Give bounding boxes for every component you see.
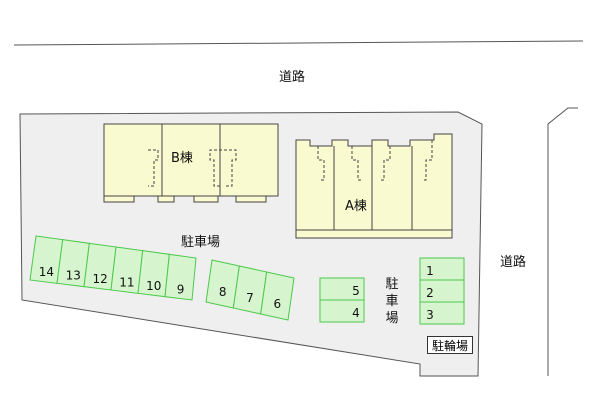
stall-number: 6	[274, 297, 282, 311]
parking-stall	[164, 253, 197, 301]
stall-number: 5	[352, 284, 360, 298]
stall-number: 1	[426, 264, 434, 278]
side-parking-label: 駐 車 場	[385, 276, 399, 327]
building-a	[295, 133, 453, 239]
stall-number: 4	[352, 306, 360, 320]
side-parking-char: 場	[385, 311, 399, 326]
stall-number: 11	[119, 275, 134, 289]
stall-number: 12	[92, 272, 107, 286]
stall-number: 9	[177, 282, 185, 296]
stall-number: 2	[426, 286, 434, 300]
top-road-edge	[13, 40, 584, 46]
parking-stall	[419, 301, 465, 325]
stall-number: 8	[219, 285, 227, 299]
bicycle-parking: 駐輪場	[427, 336, 473, 354]
stall-number: 13	[66, 268, 81, 282]
stall-number: 7	[246, 291, 254, 305]
top-road-label: 道路	[279, 70, 306, 85]
parking-stall	[260, 271, 295, 321]
right-road-edge	[547, 107, 578, 376]
side-parking-char: 車	[385, 294, 399, 309]
building-a-label: A棟	[345, 199, 367, 214]
stall-number: 14	[39, 265, 54, 279]
building-b-label: B棟	[171, 151, 193, 166]
stall-number: 3	[426, 308, 434, 322]
right-road-label: 道路	[500, 255, 527, 270]
building-b	[103, 123, 279, 203]
side-parking-char: 駐	[385, 277, 399, 292]
parking-label: 駐車場	[181, 235, 221, 250]
parking-stall	[319, 299, 365, 323]
stall-number: 10	[146, 279, 161, 293]
